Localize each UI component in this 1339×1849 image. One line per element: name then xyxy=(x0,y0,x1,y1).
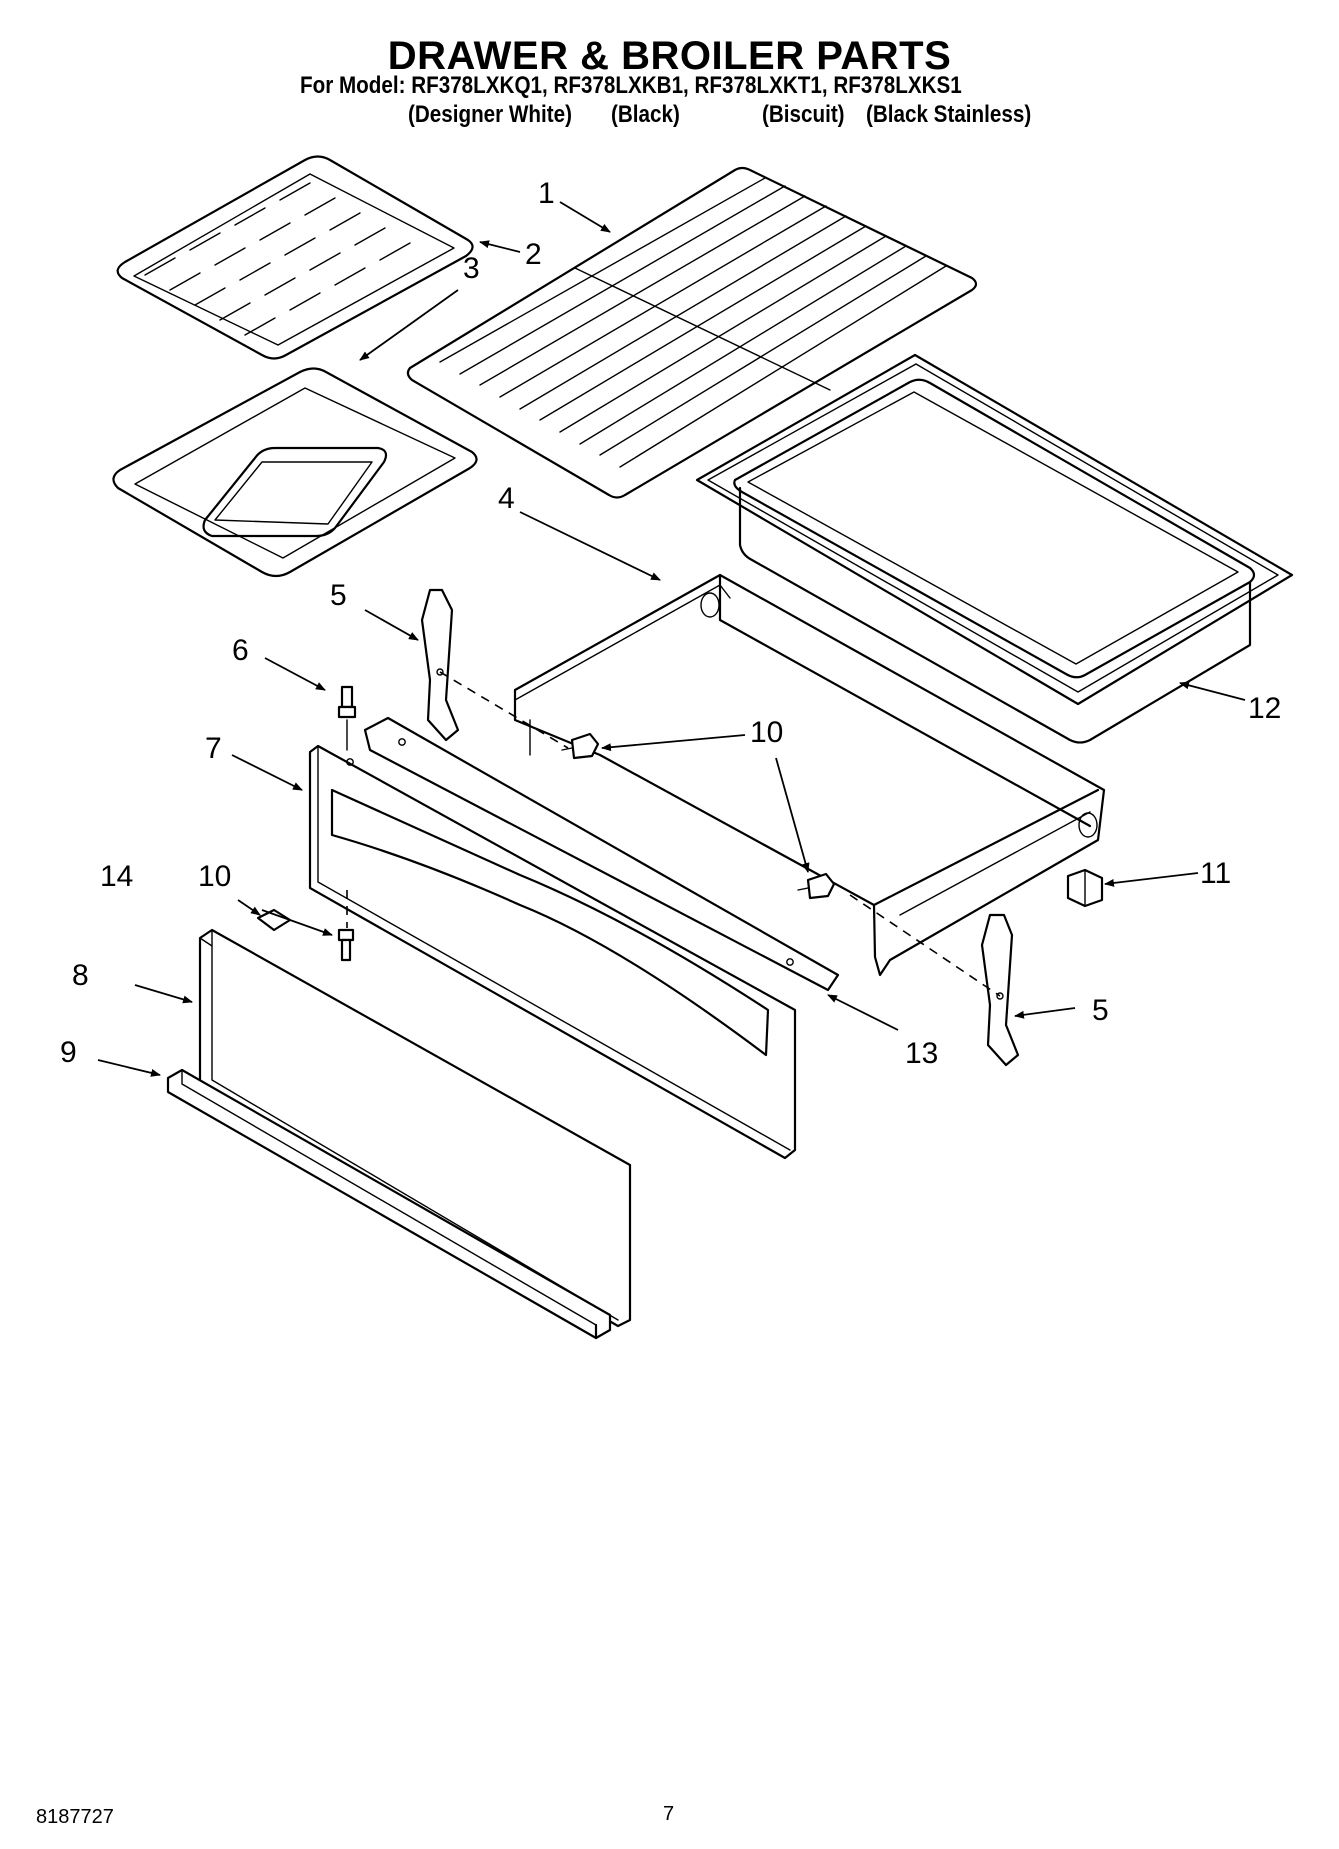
callout-3: 3 xyxy=(463,252,480,285)
callout-7: 7 xyxy=(205,732,222,765)
drawer-front-panel-icon xyxy=(308,744,797,1160)
drawer-liner-icon xyxy=(695,353,1294,744)
callout-5b: 5 xyxy=(1092,994,1109,1027)
page-number: 7 xyxy=(663,1803,675,1825)
spacer-icon xyxy=(256,908,292,932)
variant-designer-white: (Designer White) xyxy=(408,101,572,128)
callout-13: 13 xyxy=(905,1037,938,1070)
drawer-clip-icon xyxy=(1066,868,1104,908)
callout-8: 8 xyxy=(72,959,89,992)
callout-10a: 10 xyxy=(750,716,783,749)
broiler-pan-icon xyxy=(112,367,478,578)
doc-number: 8187727 xyxy=(36,1806,114,1828)
callout-5a: 5 xyxy=(330,579,347,612)
page-title: DRAWER & BROILER PARTS xyxy=(387,34,952,78)
callout-9: 9 xyxy=(60,1036,77,1069)
callout-10b: 10 xyxy=(198,860,231,893)
callout-12: 12 xyxy=(1248,692,1281,725)
drawer-handle-rail-icon xyxy=(363,716,840,992)
callout-11: 11 xyxy=(1200,857,1231,890)
callout-2: 2 xyxy=(525,238,542,271)
callout-4: 4 xyxy=(498,482,515,515)
variant-black-stainless: (Black Stainless) xyxy=(866,101,1032,128)
drawer-stud-icon xyxy=(337,685,357,751)
variant-biscuit: (Biscuit) xyxy=(762,101,845,128)
callout-1: 1 xyxy=(538,177,555,210)
broiler-rack-icon xyxy=(406,166,978,499)
callout-6: 6 xyxy=(232,634,249,667)
screw-icon xyxy=(337,732,836,962)
drawer-slide-icon xyxy=(420,588,1020,1067)
variant-black: (Black) xyxy=(611,101,680,128)
model-line: For Model: RF378LXKQ1, RF378LXKB1, RF378… xyxy=(300,72,962,99)
callout-14: 14 xyxy=(100,860,133,893)
broiler-pan-grid-icon xyxy=(116,155,474,360)
drawer-bottom-trim-icon xyxy=(166,1068,612,1340)
